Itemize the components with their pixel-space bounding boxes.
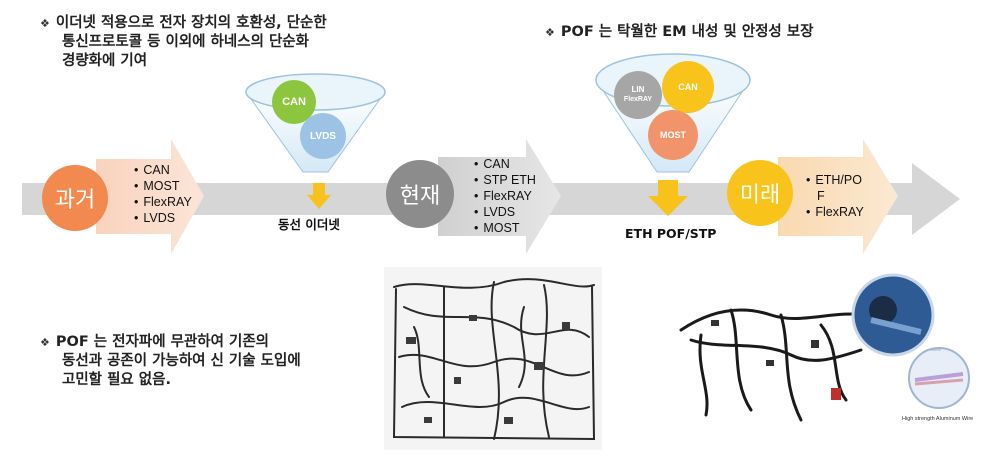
note-bottom-left: ❖ POF 는 전자파에 무관하여 기존의 동선과 공존이 가능하여 신 기술 도…	[40, 333, 301, 390]
note-top-left: ❖ 이더넷 적용으로 전자 장치의 호환성, 단순한 통신프로토콜 등 이외에 하…	[40, 14, 327, 71]
diamond-bullet-icon: ❖	[40, 17, 50, 30]
list-item: MOST	[134, 178, 192, 194]
ball-label: CAN	[678, 82, 698, 92]
era-future-arrow	[778, 139, 898, 254]
note-line: 는 탁월한 EM 내성 및 안정성 보장	[593, 24, 814, 40]
era-future-circle: 미래	[727, 160, 793, 226]
funnel-ball-lin-flexray: LIN FlexRAY	[614, 71, 662, 119]
ball-label: FlexRAY	[623, 96, 653, 103]
down-arrow-icon	[648, 180, 688, 216]
era-present-circle: 현재	[386, 160, 454, 228]
note-line: 고민할 필요 없음.	[62, 372, 171, 388]
note-line: 동선과 공존이 가능하여 신 기술 도입에	[62, 353, 301, 369]
funnel-output-label: 동선 이더넷	[278, 217, 340, 232]
note-line: 경량화에 기여	[62, 53, 148, 69]
list-item: MOST	[474, 220, 536, 236]
list-item: CAN	[474, 156, 536, 172]
harness-aluminum-wire-photo	[679, 273, 970, 422]
era-future-list: ETH/PO F FlexRAY	[806, 172, 864, 220]
list-item: FlexRAY	[474, 188, 536, 204]
photo-caption: High strength Aluminum Wire	[902, 416, 974, 422]
list-item: F	[806, 188, 864, 204]
era-present-list: CAN STP ETH FlexRAY LVDS MOST	[474, 156, 536, 236]
list-item: CAN	[134, 162, 192, 178]
pof-label: POF	[560, 24, 594, 40]
era-past-list: CAN MOST FlexRAY LVDS	[134, 162, 192, 226]
funnel-ball-most: MOST	[648, 110, 698, 160]
ball-label: CAN	[282, 96, 306, 108]
funnel-ball-can: CAN	[662, 61, 714, 113]
note-line: 통신프로토콜 등 이외에 하네스의 단순화	[62, 34, 309, 50]
list-item: STP ETH	[474, 172, 536, 188]
pof-label: POF	[55, 334, 89, 350]
note-line: 이더넷 적용으로 전자 장치의 호환성, 단순한	[55, 15, 327, 31]
ball-label: MOST	[660, 130, 686, 140]
funnel-ball-lvds: LVDS	[300, 113, 346, 159]
list-item-continuation: F	[817, 189, 825, 203]
funnel-output-label: ETH POF/STP	[625, 226, 717, 241]
ball-label: LVDS	[310, 130, 336, 142]
list-item: FlexRAY	[134, 194, 191, 210]
era-past-circle: 과거	[42, 165, 108, 231]
note-line: 는 전자파에 무관하여 기존의	[88, 334, 270, 350]
list-item: LVDS	[474, 204, 536, 220]
down-arrow-icon	[307, 183, 331, 209]
list-item: ETH/PO	[806, 172, 864, 188]
era-label: 과거	[54, 188, 96, 213]
diamond-bullet-icon: ❖	[40, 336, 50, 349]
wiring-harness-photo	[384, 267, 602, 450]
list-item: LVDS	[134, 210, 192, 226]
era-label: 미래	[739, 183, 781, 208]
ball-label: LIN	[631, 85, 645, 94]
diamond-bullet-icon: ❖	[545, 26, 555, 39]
list-item: FlexRAY	[806, 204, 863, 220]
era-label: 현재	[399, 184, 441, 209]
note-top-right: ❖ POF 는 탁월한 EM 내성 및 안정성 보장	[545, 23, 813, 42]
